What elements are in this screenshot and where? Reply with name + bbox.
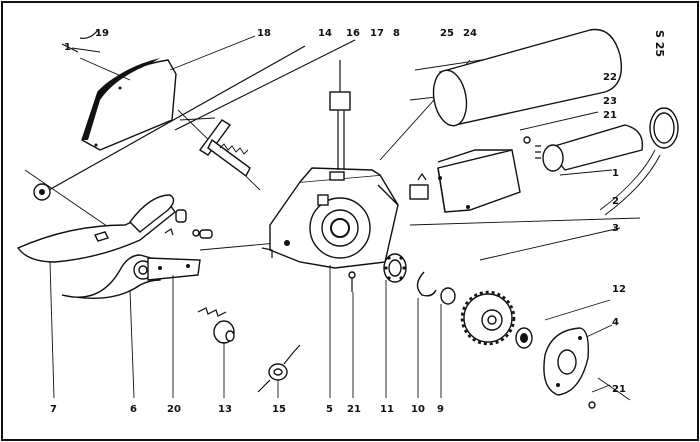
gearbox-block-part [409, 149, 521, 213]
bearing-11-part [383, 253, 407, 283]
callout-8: 8 [393, 28, 400, 39]
callout-21-bottom: 21 [612, 384, 626, 395]
callout-19: 19 [95, 28, 109, 39]
bushing-9-part [440, 287, 456, 305]
ring-22-part [649, 107, 679, 149]
adjuster-13-part [197, 307, 235, 344]
spring-15-part [257, 344, 301, 393]
callout-6: 6 [130, 404, 137, 415]
callout-22: 22 [603, 72, 617, 83]
callout-16: 16 [346, 28, 360, 39]
gear-housing-part [261, 167, 399, 269]
callout-11: 11 [380, 404, 394, 415]
cable-part [599, 149, 661, 216]
callout-20: 20 [167, 404, 181, 415]
callout-1-right: 1 [612, 168, 619, 179]
washer-part [515, 327, 533, 349]
callout-5: 5 [326, 404, 333, 415]
callout-25: 25 [440, 28, 454, 39]
callout-23: 23 [603, 96, 617, 107]
callout-4: 4 [612, 317, 619, 328]
callout-12: 12 [612, 284, 626, 295]
callout-13: 13 [218, 404, 232, 415]
callout-15: 15 [272, 404, 286, 415]
spring-clip-part [33, 183, 213, 239]
sprocket-part [460, 290, 516, 346]
t-bolt-part [198, 119, 251, 178]
side-mark: S 25 [653, 30, 666, 57]
callout-18: 18 [257, 28, 271, 39]
callout-1-top: 1 [64, 42, 71, 53]
motor-part [523, 124, 644, 172]
blade-guard-part [81, 58, 177, 151]
bottom-leaders [49, 261, 442, 399]
cylinder-sleeve-part [432, 28, 623, 127]
circlip-10-part [416, 271, 437, 297]
callout-7: 7 [50, 404, 57, 415]
callout-14: 14 [318, 28, 332, 39]
callout-21-top: 21 [603, 110, 617, 121]
cover-4-part [543, 327, 590, 396]
callout-21-mid: 21 [347, 404, 361, 415]
screw-19-part [61, 29, 99, 53]
small-screws [192, 229, 596, 409]
callout-labels: 19 1 18 14 16 17 8 25 24 22 23 21 1 2 3 … [50, 28, 626, 415]
connector-8-part [329, 60, 351, 170]
callout-24: 24 [463, 28, 477, 39]
callout-2: 2 [612, 196, 619, 207]
shears-blade-part [16, 194, 176, 263]
callout-9: 9 [437, 404, 444, 415]
callout-3: 3 [612, 223, 619, 234]
callout-17: 17 [370, 28, 384, 39]
callout-10: 10 [411, 404, 425, 415]
shears-jaw-part [61, 254, 201, 299]
